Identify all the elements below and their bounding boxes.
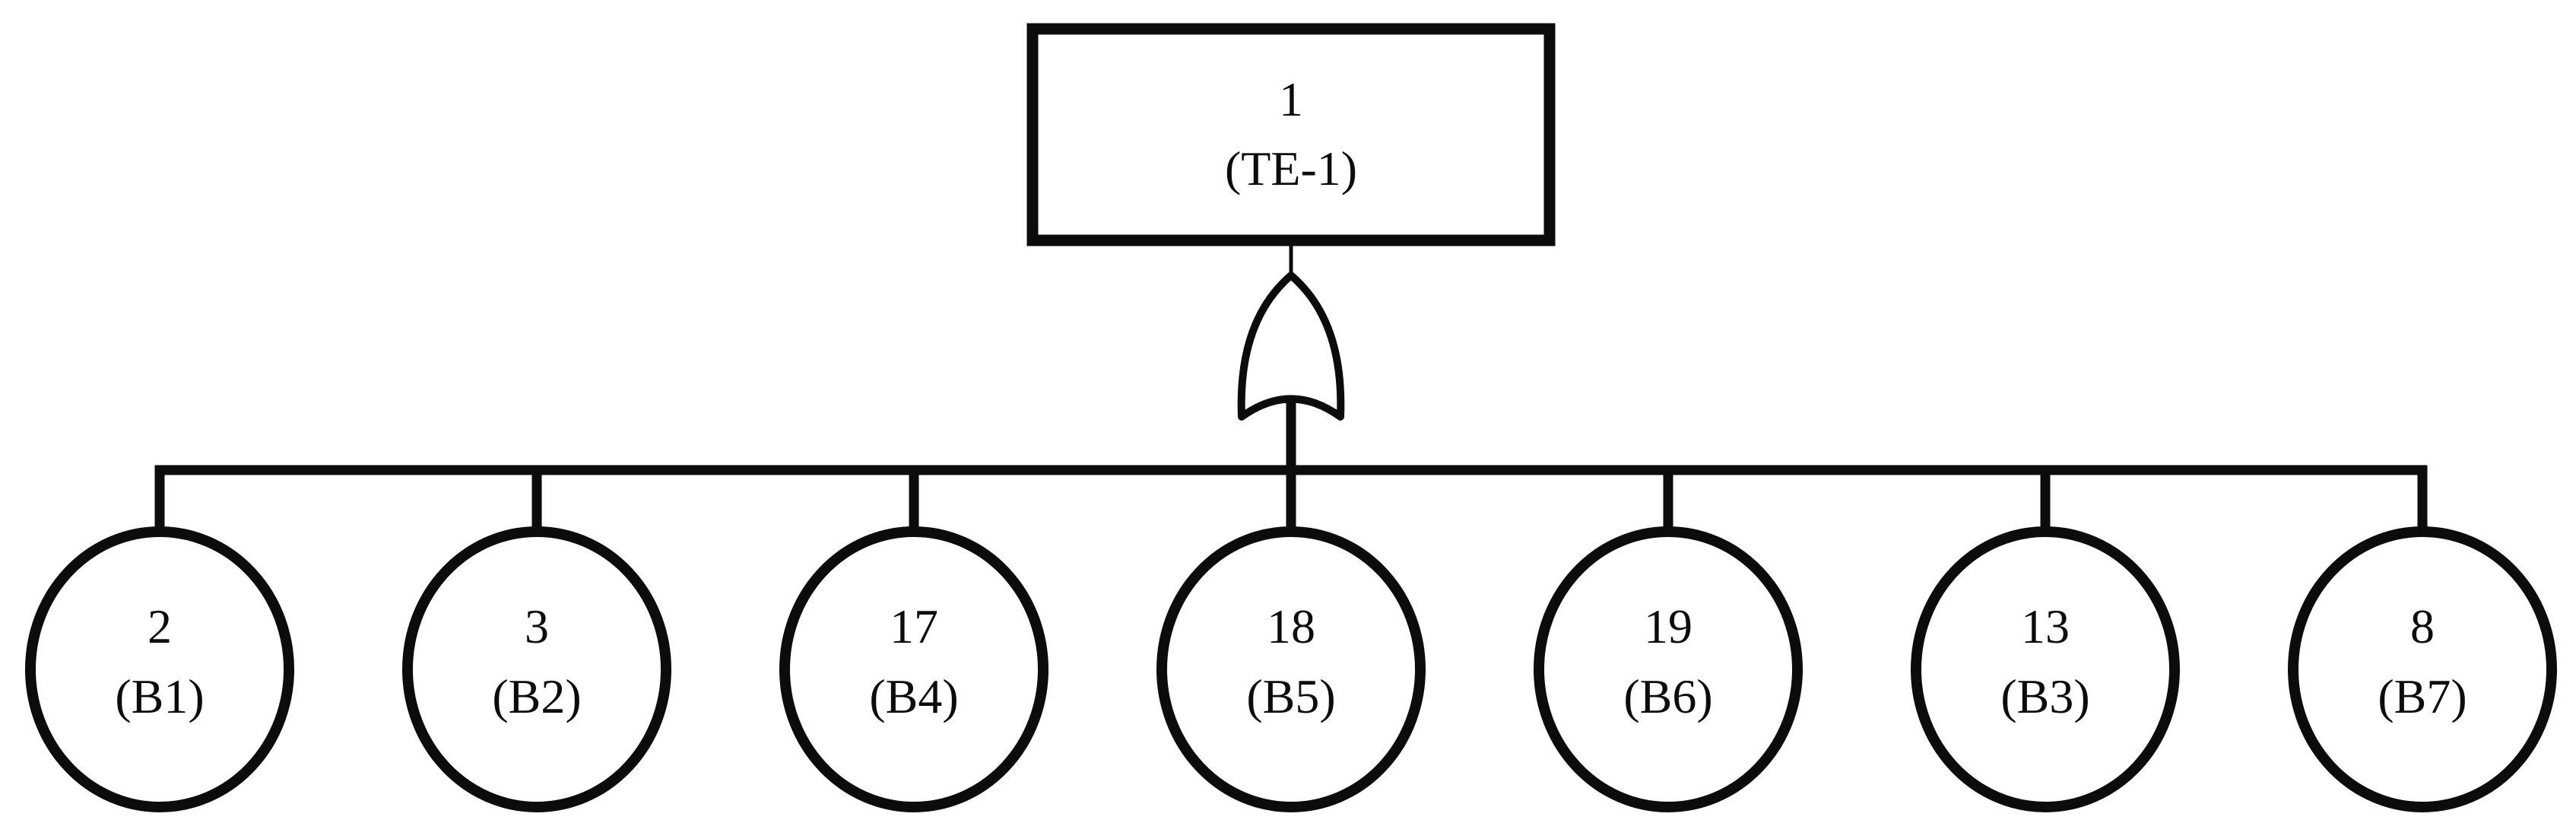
- basic-event-id: 18: [1267, 599, 1315, 653]
- basic-event-node: 13 (B3): [1911, 526, 2180, 812]
- basic-event-circle: [402, 526, 671, 812]
- basic-event-id: 8: [2410, 599, 2435, 653]
- basic-event-node: 19 (B6): [1534, 526, 1803, 812]
- top-event-id: 1: [1279, 72, 1303, 126]
- basic-event-node: 18 (B5): [1156, 526, 1426, 812]
- basic-event-id: 17: [890, 599, 938, 653]
- basic-event-label: (B7): [2378, 669, 2467, 723]
- basic-event-label: (B4): [869, 669, 958, 723]
- basic-event-node: 3 (B2): [402, 526, 671, 812]
- basic-event-node: 8 (B7): [2288, 526, 2557, 812]
- basic-event-circle: [1534, 526, 1803, 812]
- basic-event-id: 13: [2021, 599, 2070, 653]
- basic-event-circle: [779, 526, 1048, 812]
- top-event-box: [1026, 23, 1556, 246]
- basic-event-id: 2: [148, 599, 172, 653]
- top-event-node: 1 (TE-1): [1026, 23, 1556, 246]
- basic-event-id: 3: [525, 599, 549, 653]
- basic-event-node: 17 (B4): [779, 526, 1048, 812]
- basic-event-id: 19: [1644, 599, 1692, 653]
- basic-event-circle: [2288, 526, 2557, 812]
- basic-event-circle: [1156, 526, 1426, 812]
- or-gate-icon: [1237, 272, 1345, 421]
- basic-event-circle: [25, 526, 294, 812]
- basic-event-label: (B1): [115, 669, 204, 723]
- basic-event-label: (B5): [1246, 669, 1335, 723]
- top-event-label: (TE-1): [1225, 141, 1357, 195]
- basic-event-label: (B2): [492, 669, 581, 723]
- basic-event-label: (B6): [1623, 669, 1712, 723]
- basic-event-label: (B3): [2000, 669, 2089, 723]
- basic-event-circle: [1911, 526, 2180, 812]
- basic-event-node: 2 (B1): [25, 526, 294, 812]
